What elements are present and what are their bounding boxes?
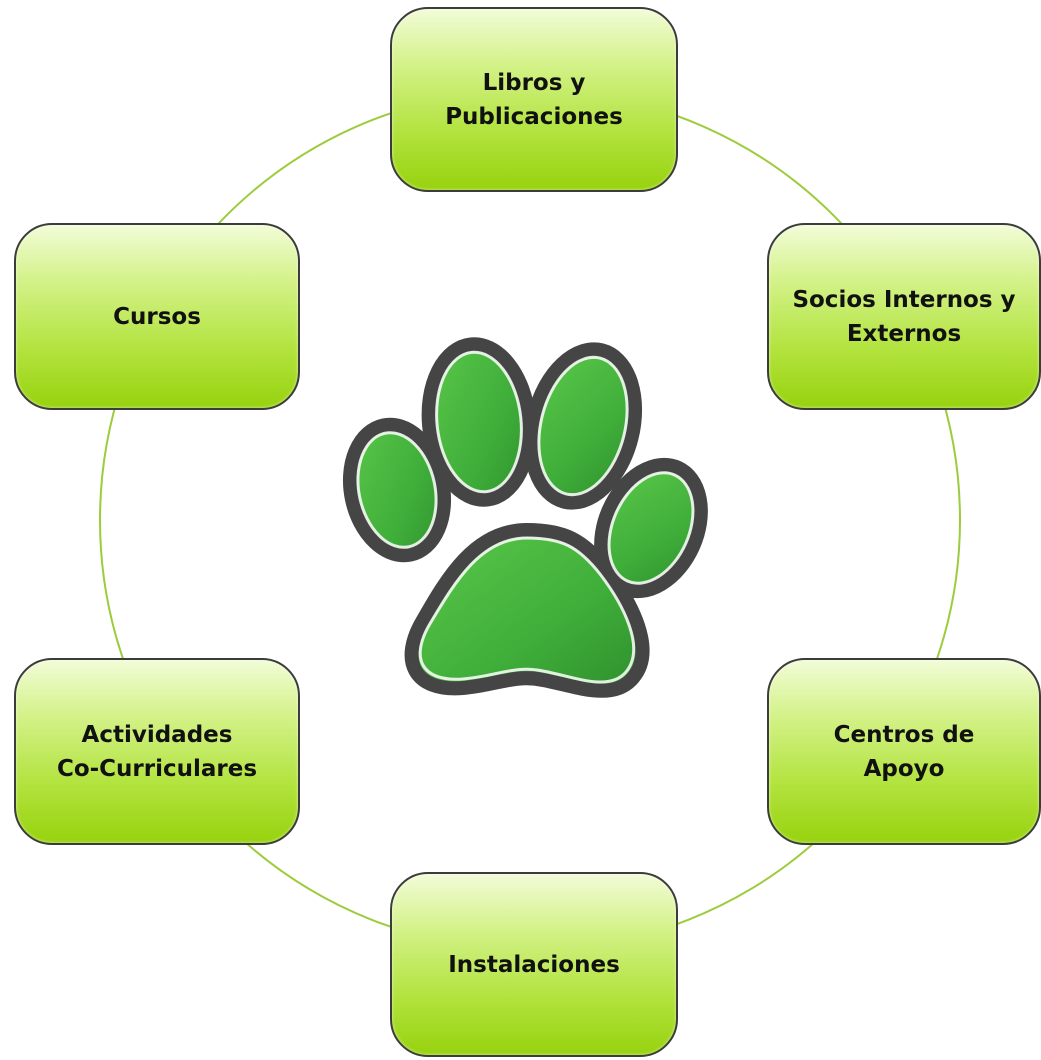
node-centros-apoyo: Centros de Apoyo xyxy=(767,658,1041,845)
node-actividades-co-curriculares: Actividades Co-Curriculares xyxy=(14,658,300,845)
node-cursos: Cursos xyxy=(14,223,300,410)
paw-icon xyxy=(342,337,708,698)
node-label: Cursos xyxy=(113,303,201,330)
paw-pad xyxy=(404,522,650,698)
node-label: Libros y Publicaciones xyxy=(445,69,623,130)
node-label: Actividades Co-Curriculares xyxy=(56,721,258,782)
node-label: Instalaciones xyxy=(448,951,620,978)
paw-toe-inner-right xyxy=(523,342,643,510)
node-libros-publicaciones: Libros y Publicaciones xyxy=(390,7,678,192)
node-label: Socios Internos y Externos xyxy=(792,286,1016,347)
node-socios-internos-externos: Socios Internos y Externos xyxy=(767,223,1041,410)
node-label: Centros de Apoyo xyxy=(833,721,975,782)
node-instalaciones: Instalaciones xyxy=(390,872,678,1057)
